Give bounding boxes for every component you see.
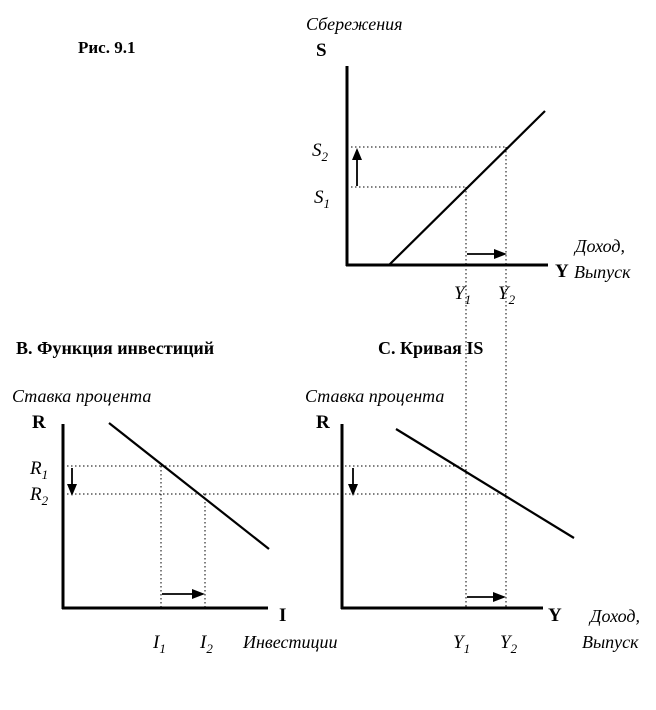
is-axis-title: Ставка процента (305, 386, 444, 406)
investment-tick-r2: R2 (29, 484, 49, 508)
is-tick-y1: Y1 (453, 632, 470, 656)
savings-tick-y2: Y2 (498, 283, 516, 307)
savings-tick-s2: S2 (312, 140, 329, 164)
savings-income-arrow (467, 249, 507, 259)
is-curve-line (395, 428, 575, 539)
savings-tick-s1: S1 (314, 187, 330, 211)
panel-investment: В. Функция инвестиций Ставка процента R … (12, 338, 337, 656)
figure-label: Рис. 9.1 (78, 38, 135, 57)
savings-x-axis-symbol: Y (555, 261, 569, 282)
is-x-axis-symbol: Y (548, 605, 562, 626)
is-y-axis-symbol: R (316, 412, 330, 433)
panel-is-curve: С. Кривая IS Ставка процента R Y Доход, … (161, 265, 640, 656)
investment-increase-arrow (162, 589, 205, 599)
savings-axis-title: Сбережения (306, 14, 403, 34)
investment-rate-drop-arrow (67, 468, 77, 496)
is-panel-title: С. Кривая IS (378, 338, 483, 358)
savings-function-line (388, 110, 546, 266)
savings-increase-arrow (352, 148, 362, 186)
investment-panel-title: В. Функция инвестиций (16, 338, 214, 358)
savings-x-axis-title-line2: Выпуск (574, 262, 631, 282)
investment-tick-r1: R1 (29, 458, 48, 482)
investment-axis-title: Ставка процента (12, 386, 151, 406)
is-tick-y2: Y2 (500, 632, 518, 656)
panel-savings: Сбережения S S2 S1 Y Доход, (306, 14, 631, 307)
investment-y-axis-symbol: R (32, 412, 46, 433)
savings-x-axis-title-line1: Доход, (573, 236, 625, 256)
is-x-axis-title-line2: Выпуск (582, 632, 639, 652)
is-income-arrow (467, 592, 506, 602)
investment-x-axis-title: Инвестиции (242, 632, 337, 652)
savings-y-axis-symbol: S (316, 40, 327, 61)
investment-x-axis-symbol: I (279, 605, 286, 626)
is-x-axis-title-line1: Доход, (588, 606, 640, 626)
investment-tick-i2: I2 (199, 632, 213, 656)
is-rate-drop-arrow (348, 468, 358, 496)
savings-tick-y1: Y1 (454, 283, 471, 307)
investment-function-line (108, 422, 270, 550)
investment-tick-i1: I1 (152, 632, 166, 656)
